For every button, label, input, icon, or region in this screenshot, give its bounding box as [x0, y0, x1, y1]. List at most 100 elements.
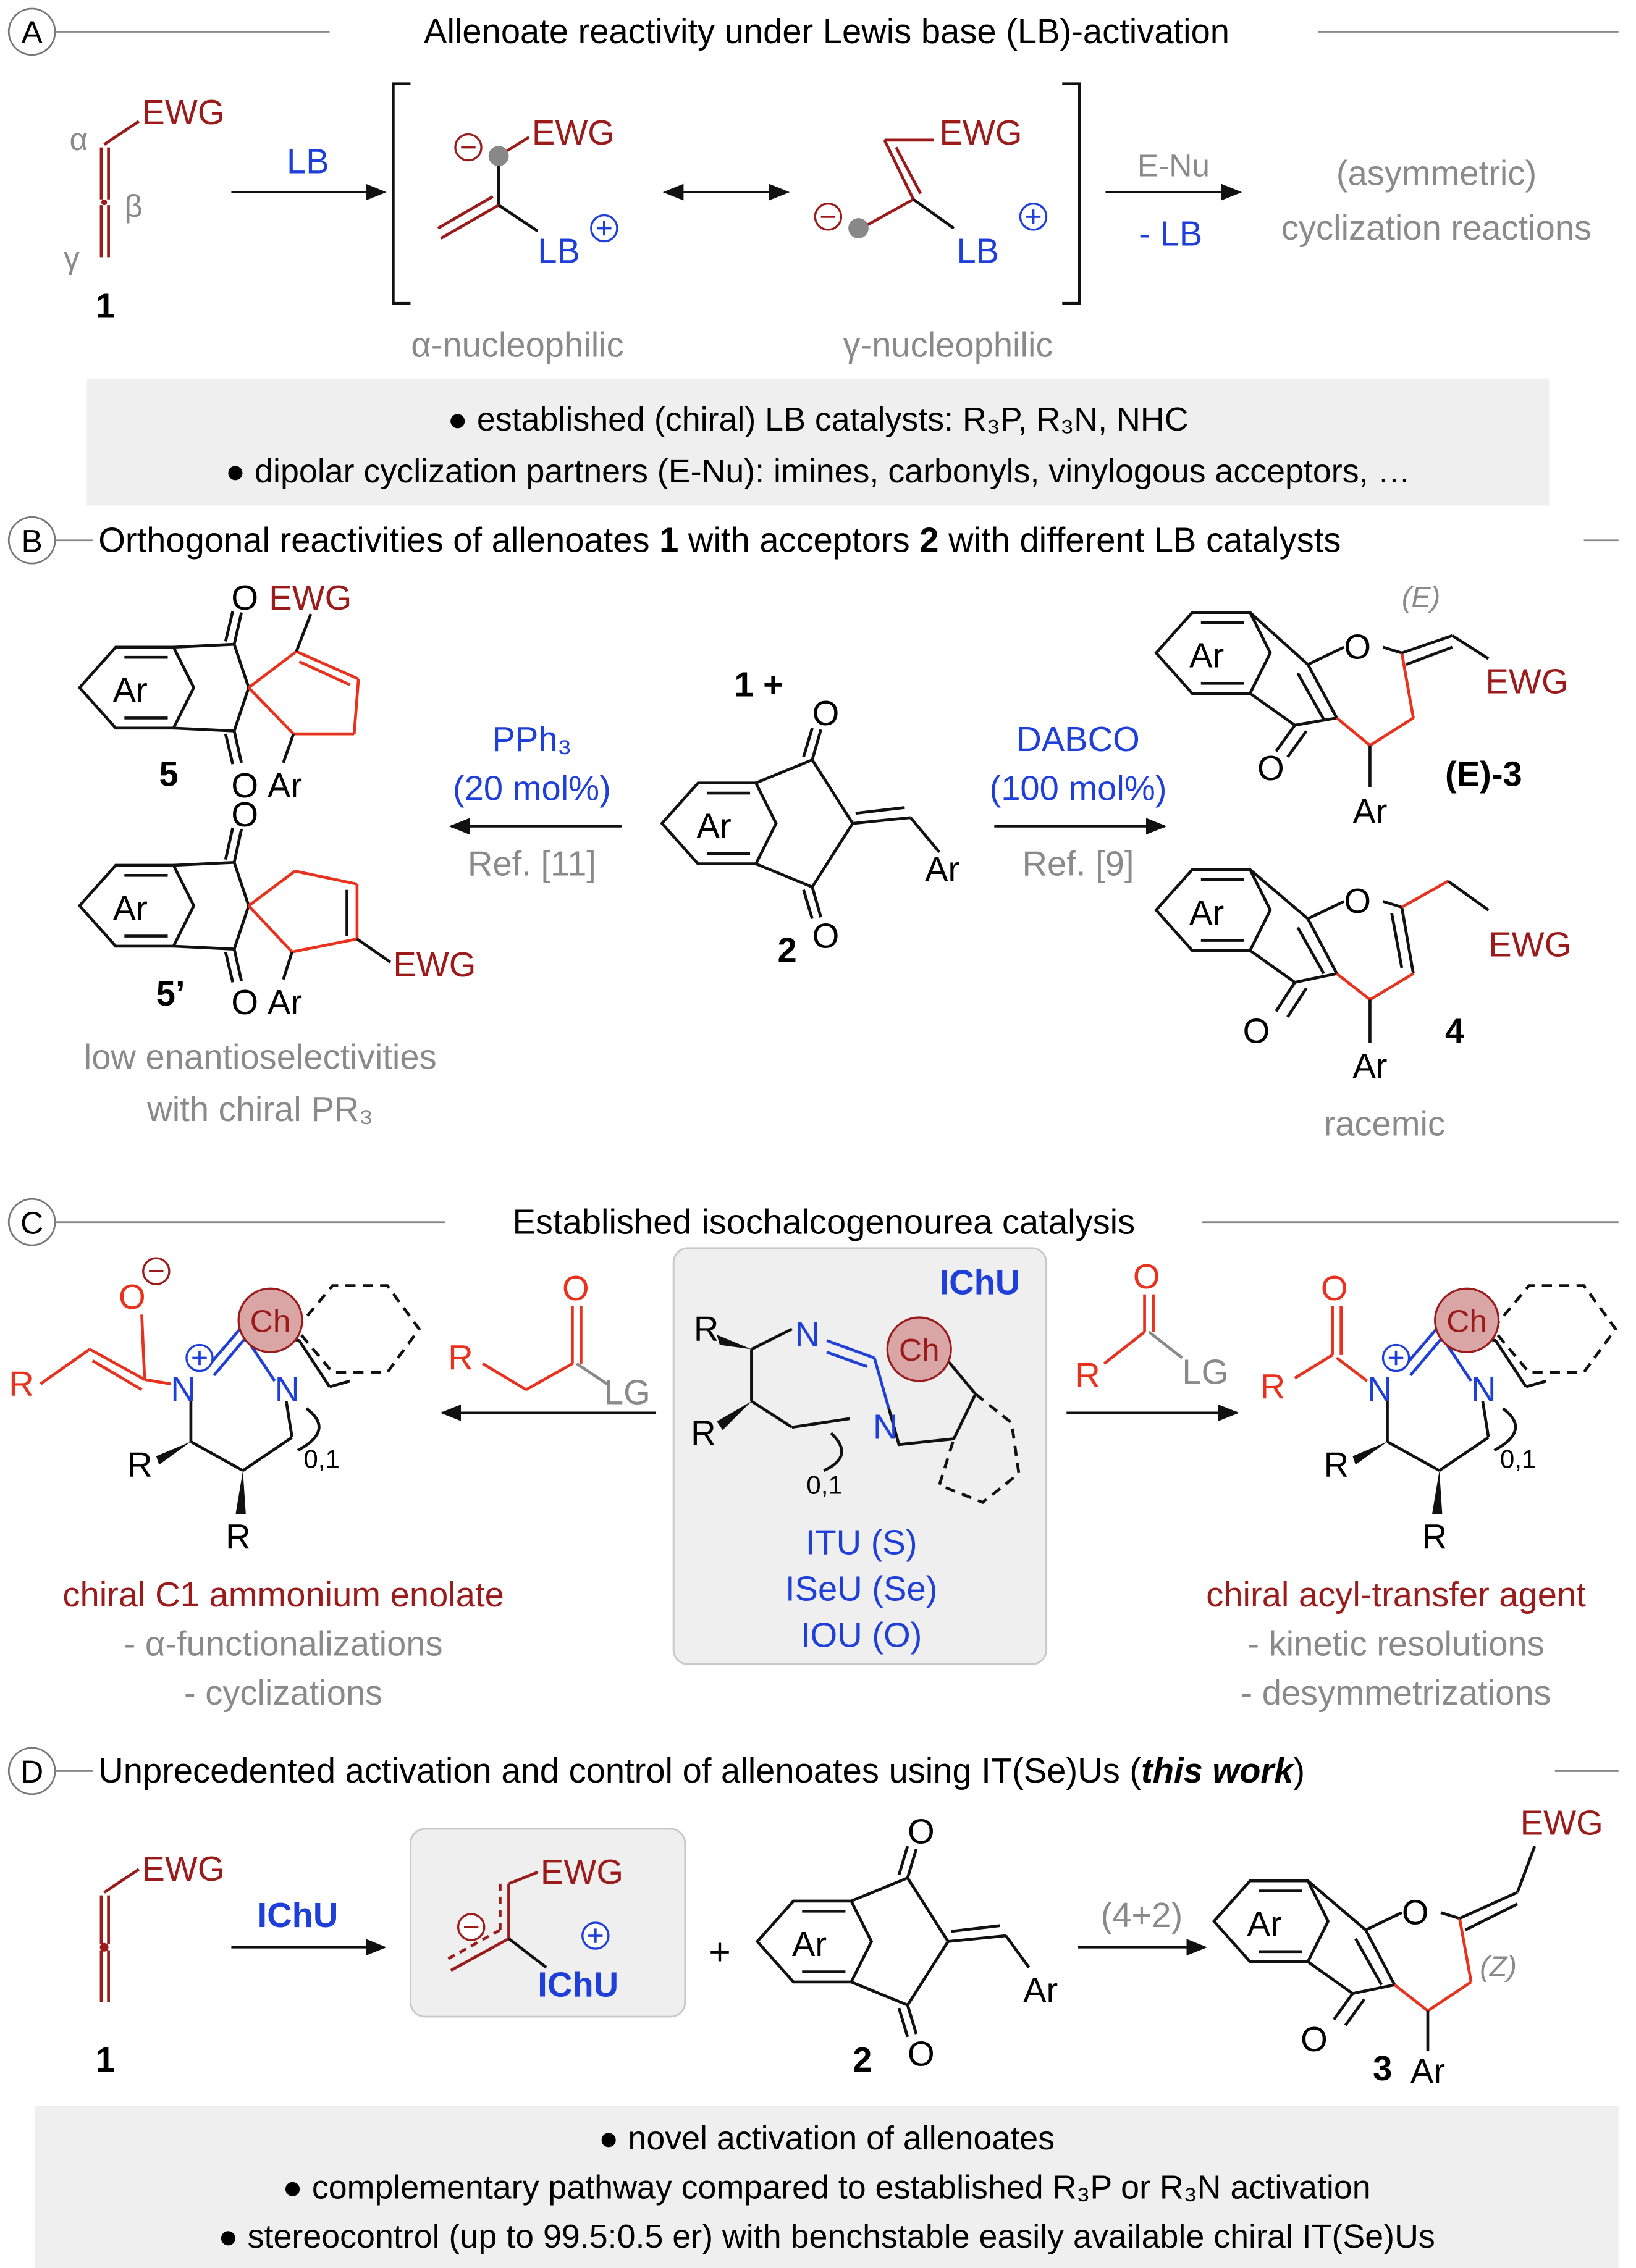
catalyst-label: IChU	[258, 1896, 339, 1934]
reference-label: Ref. [9]	[1022, 844, 1134, 883]
r-group-label: R	[691, 1413, 716, 1452]
stereo-descriptor: (E)	[1402, 581, 1440, 613]
info-bullet: ● complementary pathway compared to esta…	[282, 2169, 1370, 2206]
wedge-bond	[717, 1335, 752, 1350]
ewg-label: EWG	[939, 113, 1022, 152]
ewg-label: EWG	[141, 1849, 224, 1888]
info-bullet: ● established (chiral) LB catalysts: R₃P…	[447, 401, 1188, 438]
alpha-nucleophilic-label: α-nucleophilic	[411, 326, 623, 364]
ring-oxygen: O	[1344, 628, 1371, 666]
application-note: - α-functionalizations	[124, 1624, 443, 1663]
carbonyl-oxygen: O	[812, 916, 840, 955]
cycloaddition-label: (4+2)	[1101, 1896, 1183, 1934]
iminium-nitrogen: N	[1367, 1370, 1393, 1409]
panel-b-title: Orthogonal reactivities of allenoates 1 …	[98, 520, 1341, 559]
compound-number: 1	[96, 287, 115, 326]
carbonyl-oxygen: O	[562, 1269, 589, 1308]
bracket-left	[392, 82, 411, 305]
panel-a-title: Allenoate reactivity under Lewis base (L…	[424, 12, 1229, 51]
aryl-substituent-label: Ar	[268, 766, 302, 805]
aryl-ring-label: Ar	[1189, 636, 1224, 675]
panel-d: D Unprecedented activation and control o…	[7, 1747, 1619, 2268]
gamma-label: γ	[64, 240, 80, 275]
catalyst-label: PPh₃	[492, 720, 571, 758]
spirocycle-5-structure	[77, 610, 360, 765]
panel-a: A Allenoate reactivity under Lewis base …	[7, 7, 1619, 506]
r-group-label: R	[1260, 1367, 1286, 1406]
compound-number: 4	[1445, 1012, 1464, 1051]
allenoate-structure	[99, 120, 140, 258]
carbonyl-oxygen: O	[1257, 749, 1284, 788]
chalcogen-label: Ch	[250, 1303, 291, 1338]
compound-number: 2	[778, 931, 797, 970]
catalyst-iseu: ISeU (Se)	[785, 1569, 937, 1608]
chalcogen-highlight	[886, 1316, 952, 1382]
ring-oxygen: O	[1402, 1892, 1429, 1931]
iminium-nitrogen: N	[171, 1370, 196, 1409]
r-group-label: R	[1422, 1517, 1448, 1556]
chalcogen-label: Ch	[899, 1332, 940, 1367]
selectivity-note: low enantioselectivities	[84, 1038, 437, 1077]
panel-b: B Orthogonal reactivities of allenoates …	[7, 516, 1619, 1143]
carbonyl-oxygen: O	[1243, 1012, 1270, 1051]
aryl-ring-label: Ar	[792, 1925, 827, 1964]
info-box	[35, 2106, 1619, 2268]
info-bullet: ● novel activation of allenoates	[599, 2120, 1055, 2157]
r-group-label: R	[9, 1364, 34, 1403]
chalcogen-highlight	[1434, 1287, 1500, 1353]
info-box	[86, 378, 1550, 506]
alpha-zwitterion-structure	[437, 133, 618, 243]
carbonyl-oxygen: O	[908, 1812, 935, 1850]
lb-reagent-label: LB	[287, 142, 329, 181]
panel-d-title: Unprecedented activation and control of …	[98, 1751, 1305, 1790]
wedge-bond	[156, 1442, 191, 1465]
panel-c-letter: C	[20, 1204, 43, 1240]
aryl-ring-label: Ar	[113, 671, 148, 710]
compound-number: 5	[159, 754, 178, 793]
panel-c-title: Established isochalcogenourea catalysis	[512, 1202, 1135, 1241]
leaving-group-label: LG	[604, 1372, 651, 1411]
aryl-substituent-label: Ar	[1352, 792, 1387, 831]
catalyst-loading: (20 mol%)	[453, 769, 611, 808]
pyran-4-structure	[1154, 868, 1490, 1043]
carbonyl-oxygen: O	[231, 578, 258, 617]
reagent-label: E-Nu	[1137, 147, 1210, 183]
carbonyl-oxygen: O	[1321, 1269, 1348, 1308]
acyl-ammonium-structure	[1294, 1284, 1617, 1472]
reactant-label: 1 +	[734, 665, 783, 704]
aryl-ring-label: Ar	[1189, 893, 1224, 932]
r-group-label: R	[448, 1338, 473, 1377]
bracket-right	[1062, 82, 1081, 305]
beta-label: β	[124, 188, 143, 224]
ewg-label: EWG	[541, 1852, 623, 1891]
aryl-substituent-label: Ar	[1023, 1971, 1058, 2010]
carbonyl-oxygen: O	[231, 766, 258, 805]
ewg-label: EWG	[532, 113, 615, 152]
catalyst-iou: IOU (O)	[801, 1615, 922, 1654]
product-label: (asymmetric)	[1336, 153, 1537, 192]
r-group-label: R	[127, 1445, 153, 1484]
lb-label: LB	[538, 232, 580, 271]
compound-number: 3	[1373, 2049, 1392, 2088]
product-label: cyclization reactions	[1281, 208, 1592, 247]
wedge-bond	[717, 1401, 752, 1430]
amine-nitrogen: N	[275, 1370, 300, 1409]
panel-a-letter: A	[22, 14, 43, 50]
isochalcogenourea-structure	[750, 1327, 1021, 1505]
ewg-label: EWG	[1488, 925, 1571, 964]
panel-b-letter: B	[22, 523, 43, 558]
allenoate-structure	[99, 1868, 140, 2002]
catalyst-box	[672, 1247, 1047, 1665]
carbonyl-oxygen: O	[231, 983, 258, 1022]
aryl-substituent-label: Ar	[1410, 2052, 1445, 2091]
catalyst-class-label: IChU	[939, 1263, 1020, 1302]
compound-number: 5’	[156, 974, 185, 1013]
catalyst-label: IChU	[538, 1965, 618, 2004]
intermediate-box	[410, 1828, 686, 2018]
ammonium-enolate-structure	[40, 1284, 421, 1472]
application-note: - cyclizations	[184, 1673, 382, 1712]
amine-nitrogen: N	[873, 1407, 898, 1446]
byproduct-label: - LB	[1139, 214, 1202, 253]
gamma-nucleophilic-label: γ-nucleophilic	[843, 326, 1053, 364]
carbonyl-oxygen: O	[1301, 2020, 1328, 2059]
